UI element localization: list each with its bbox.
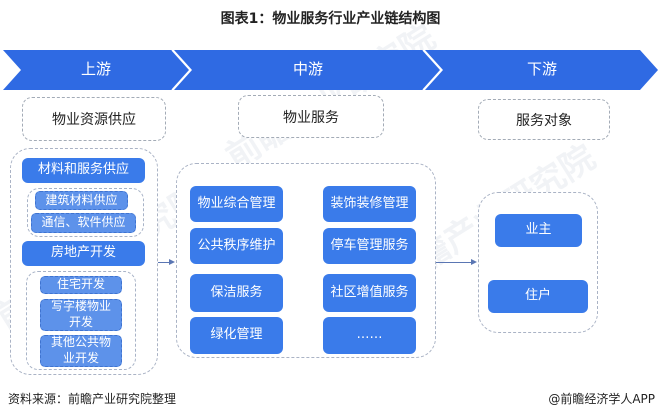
- upstream-item: 其他公共物 业开发: [40, 335, 122, 367]
- upstream-item: 写字楼物业 开发: [40, 299, 122, 331]
- credit-note: @前瞻经济学人APP: [548, 392, 655, 406]
- downstream-header: 服务对象: [478, 99, 610, 140]
- chart-title: 图表1：物业服务行业产业链结构图: [220, 11, 441, 27]
- arrow-right-icon: [471, 258, 477, 265]
- stage-label-upstream: 上游: [80, 60, 111, 78]
- midstream-service: 公共秩序维护: [190, 228, 283, 264]
- stage-banner: [3, 49, 658, 91]
- upstream-item: 建筑材料供应: [35, 191, 128, 210]
- midstream-service: 物业综合管理: [190, 186, 283, 222]
- flow-arrow-line: [436, 262, 472, 263]
- upstream-chevron: [3, 50, 190, 90]
- midstream-service: 装饰装修管理: [323, 186, 416, 222]
- stage-label-downstream: 下游: [526, 60, 557, 78]
- downstream-target-resident: 住户: [488, 280, 588, 313]
- midstream-service: 停车管理服务: [323, 228, 416, 264]
- upstream-header: 物业资源供应: [22, 97, 166, 141]
- upstream-group-real-estate: 房地产开发: [22, 241, 145, 266]
- upstream-item: 住宅开发: [40, 276, 122, 294]
- upstream-item: 通信、软件供应: [31, 213, 136, 233]
- midstream-service: 绿化管理: [190, 317, 283, 354]
- midstream-service: 保洁服务: [190, 274, 283, 312]
- downstream-target-owner: 业主: [495, 214, 582, 247]
- source-note: 资料来源：前瞻产业研究院整理: [8, 392, 177, 406]
- flow-arrow-line: [158, 262, 170, 263]
- stage-label-midstream: 中游: [292, 60, 323, 78]
- midstream-header: 物业服务: [238, 95, 384, 138]
- arrow-right-icon: [169, 258, 175, 265]
- downstream-chevron: [425, 50, 658, 90]
- midstream-chevron: [174, 50, 441, 90]
- midstream-service-more: ……: [323, 317, 416, 354]
- midstream-service: 社区增值服务: [323, 274, 416, 312]
- upstream-group-materials: 材料和服务供应: [22, 158, 145, 183]
